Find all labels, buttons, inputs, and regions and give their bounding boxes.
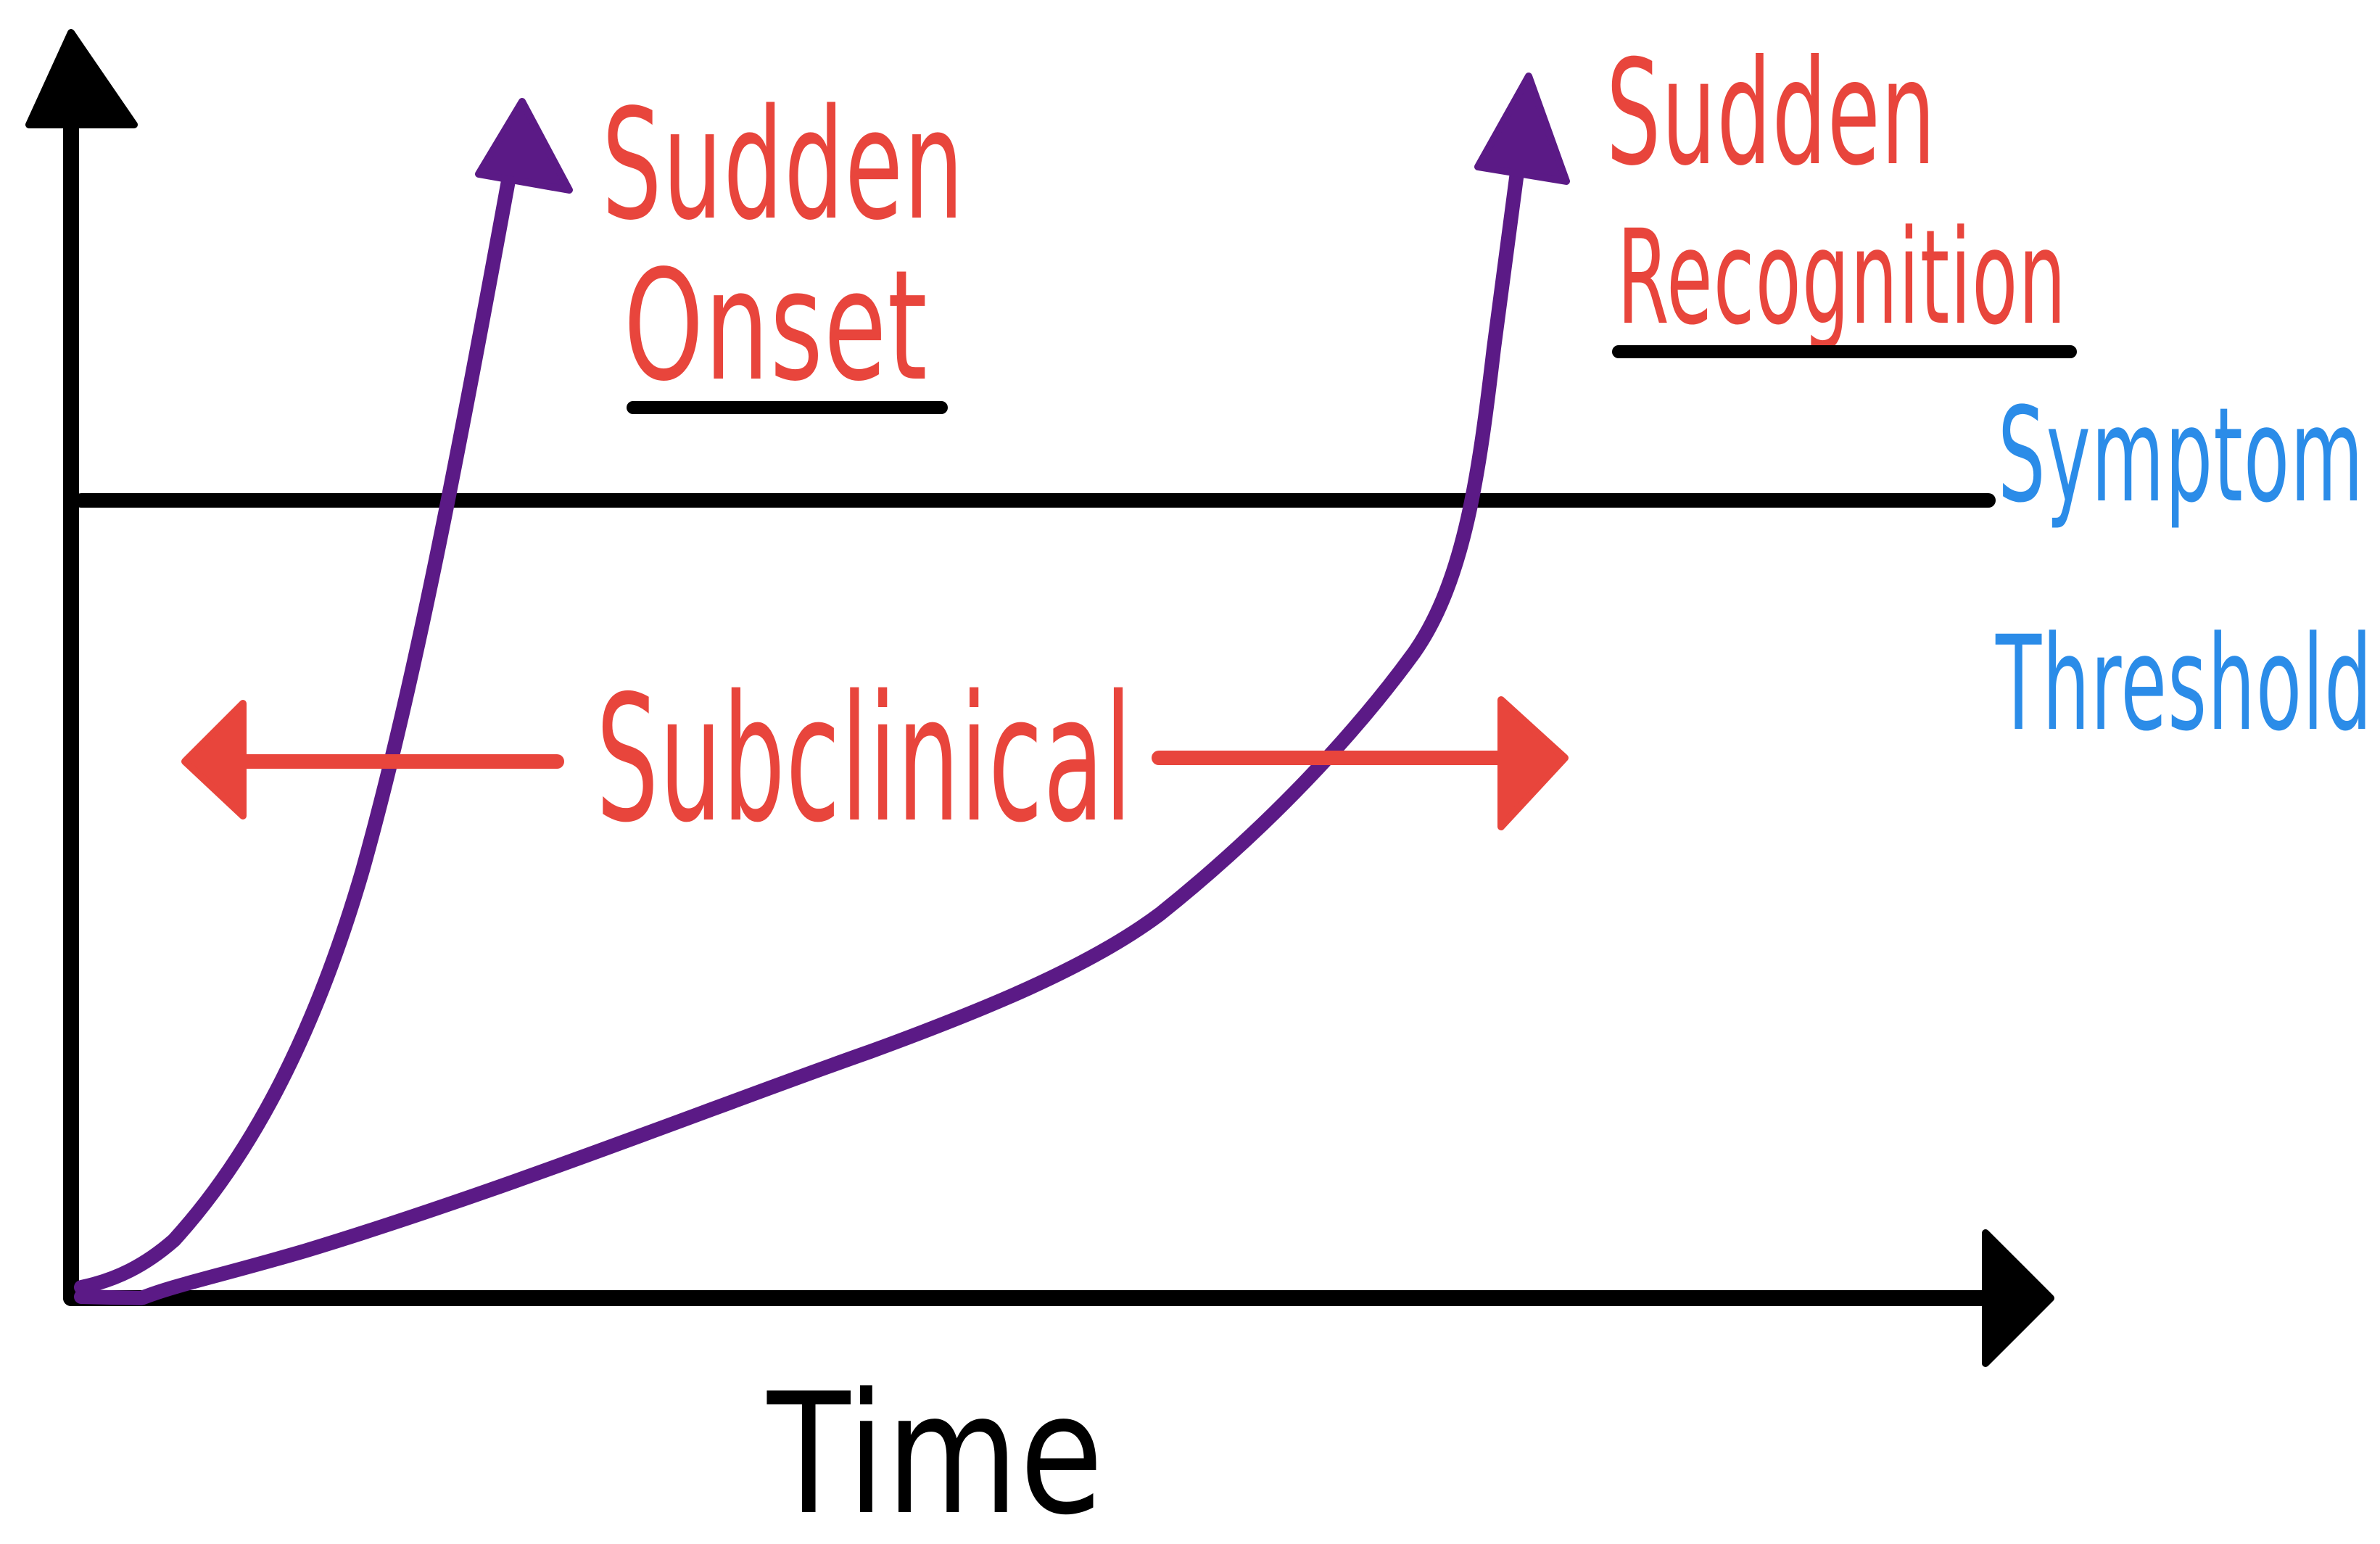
sudden-onset-curve-line [74, 138, 522, 1295]
subclinical-arrow-left-head [181, 700, 247, 820]
sudden-recognition-label-line2: Recognition [1617, 202, 2067, 354]
sudden-onset-curve [74, 98, 573, 1295]
y-axis [25, 29, 138, 1306]
sudden-recognition-label-line1: Sudden [1606, 29, 1936, 198]
sudden-onset-arrowhead [475, 98, 573, 194]
x-axis [63, 1229, 2054, 1367]
x-axis-label: Time [767, 1358, 1104, 1544]
sudden-recognition-curve-line [74, 149, 1526, 1305]
subclinical-arrow-right-head [1497, 696, 1569, 830]
symptom-threshold-label: Symptom Threshold [1995, 380, 2373, 760]
x-axis-arrowhead [1982, 1229, 2054, 1367]
symptom-threshold-label-line1: Symptom [1998, 380, 2364, 532]
subclinical-range-arrow [181, 696, 1569, 830]
subclinical-label: Subclinical [596, 658, 1133, 861]
sudden-recognition-arrowhead [1474, 73, 1570, 185]
y-axis-arrowhead [25, 29, 138, 128]
sudden-recognition-curve [74, 73, 1570, 1305]
sudden-onset-label-line1: Sudden [602, 76, 964, 254]
sudden-recognition-label: Sudden Recognition [1606, 29, 2077, 358]
sudden-onset-label: Sudden Onset [602, 76, 964, 415]
sudden-onset-label-line2: Onset [624, 237, 928, 415]
symptom-threshold-label-line2: Threshold [1995, 608, 2373, 760]
